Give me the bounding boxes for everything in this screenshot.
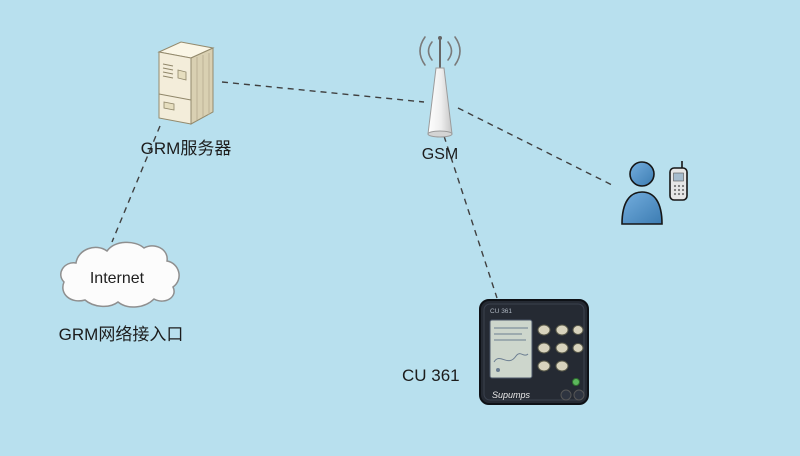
internet-cloud-icon: Internet <box>60 241 180 308</box>
link-server-cloud <box>111 125 161 243</box>
cu361-brand-text: Supumps <box>492 390 531 400</box>
cu361-panel-text: CU 361 <box>490 308 512 315</box>
gsm-label: GSM <box>421 146 459 163</box>
node-internet: Internet GRM网络接入口 <box>55 236 187 345</box>
server-icon <box>157 41 215 125</box>
cu361-label: CU 361 <box>402 366 460 385</box>
cu361-buttons <box>537 324 584 386</box>
person-body <box>621 191 663 225</box>
person-head <box>629 161 655 187</box>
grm-server-label: GRM服务器 <box>140 139 232 158</box>
cu361-device-icon: CU 361 Supumps <box>479 299 589 405</box>
grm-access-label: GRM网络接入口 <box>58 325 184 344</box>
radio-waves-icon <box>419 36 461 66</box>
node-grm-server: GRM服务器 <box>116 36 256 159</box>
link-server-gsm <box>221 81 425 103</box>
node-mobile-user <box>610 158 698 226</box>
person-with-phone-icon <box>621 161 688 225</box>
node-cu361: CU 361 Supumps <box>478 296 590 410</box>
gsm-antenna-icon <box>419 36 461 138</box>
node-gsm: GSM <box>400 28 480 164</box>
link-gsm-mobile <box>457 107 615 187</box>
mobile-phone-icon <box>669 161 688 201</box>
internet-cloud-text: Internet <box>90 270 145 287</box>
